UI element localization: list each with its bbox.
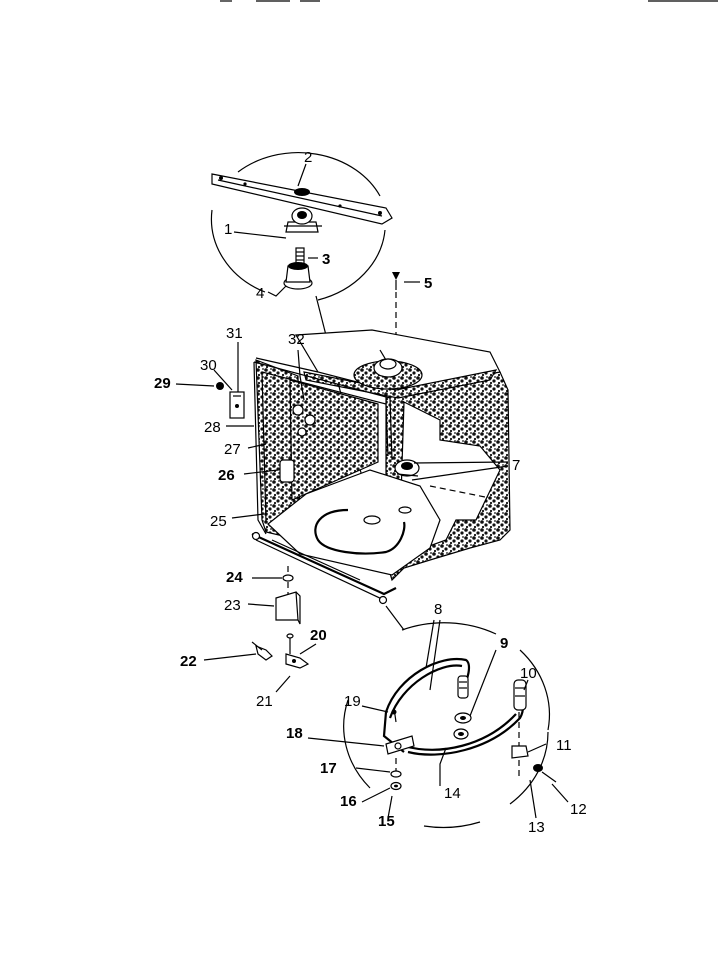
label-part-24: 24: [226, 569, 243, 586]
label-part-8: 8: [434, 601, 442, 618]
hub-base: [283, 262, 313, 290]
leader-lines: [175, 163, 569, 819]
label-part-25: 25: [210, 513, 227, 530]
label-part-29: 29: [154, 375, 171, 392]
label-part-7: 7: [512, 457, 520, 474]
label-part-15: 15: [378, 813, 395, 830]
dishwasher-tub: [251, 329, 511, 605]
label-part-30: 30: [200, 357, 217, 374]
label-part-32: 32: [288, 331, 305, 348]
label-part-9: 9: [500, 635, 508, 652]
label-part-22: 22: [180, 653, 197, 670]
label-part-5: 5: [424, 275, 432, 292]
label-part-11: 11: [556, 737, 572, 754]
label-part-4: 4: [256, 285, 264, 302]
label-part-27: 27: [224, 441, 241, 458]
leveling-leg-parts: [251, 566, 310, 669]
spray-arm: [211, 173, 393, 225]
label-part-2: 2: [304, 149, 312, 166]
label-part-12: 12: [570, 801, 587, 818]
label-part-10: 10: [520, 665, 537, 682]
label-part-21: 21: [256, 693, 273, 710]
label-part-3: 3: [322, 251, 330, 268]
label-part-18: 18: [286, 725, 303, 742]
spray-arm-hub: [284, 207, 322, 233]
label-part-28: 28: [204, 419, 221, 436]
label-part-16: 16: [340, 793, 357, 810]
label-part-23: 23: [224, 597, 241, 614]
label-part-1: 1: [224, 221, 232, 238]
part-labels: 2 1 3 4 5 31 32 30 29 28 27 26 7 25 24 2…: [154, 149, 587, 836]
label-part-14: 14: [444, 785, 461, 802]
label-part-20: 20: [310, 627, 327, 644]
heater-callout: [343, 605, 557, 829]
hinge-bracket: [216, 382, 245, 419]
label-part-13: 13: [528, 819, 545, 836]
label-part-17: 17: [320, 760, 337, 777]
label-part-19: 19: [344, 693, 361, 710]
label-part-31: 31: [226, 325, 243, 342]
label-part-26: 26: [218, 467, 235, 484]
